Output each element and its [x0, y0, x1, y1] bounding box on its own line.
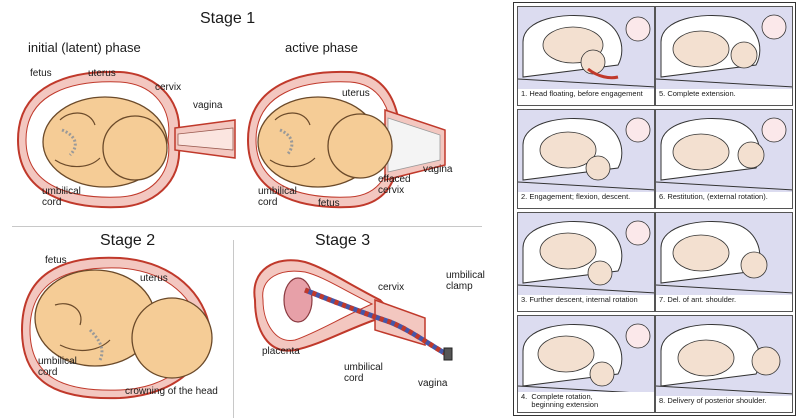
panel-cell-1-caption: 1. Head floating, before engagement: [518, 89, 654, 105]
stage2-cord-label: cord: [38, 367, 58, 378]
latent-cord-label: cord: [42, 197, 62, 208]
latent-phase-title: initial (latent) phase: [28, 40, 141, 55]
panel-cell-3-caption: 3. Further descent, internal rotation: [518, 295, 654, 311]
stage2-uterus-label: uterus: [140, 273, 168, 284]
stage2-umbilical-label: umbilical: [38, 356, 77, 367]
stage2-fetus: [34, 269, 213, 379]
active-uterus-label: uterus: [342, 88, 370, 99]
panel-cell-4: 4. Complete rotation, beginning extensio…: [517, 315, 655, 413]
active-cervix-label: cervix: [378, 185, 405, 196]
stage3-cervix-label: cervix: [378, 282, 405, 293]
panel-cell-5-caption: 5. Complete extension.: [656, 89, 792, 105]
stage2-crowning-label: crowning of the head: [125, 386, 218, 397]
panel-cell-2: 2. Engagement; flexion, descent.: [517, 109, 655, 209]
active-vagina-label: vagina: [423, 164, 453, 175]
horizontal-divider: [12, 226, 482, 227]
vertical-divider: [233, 240, 234, 418]
stage3-umbilical-clamp-label-2: clamp: [446, 281, 473, 292]
panel-cell-5: 5. Complete extension.: [655, 6, 793, 106]
latent-vagina-label: vagina: [193, 100, 223, 111]
latent-phase-fetus: [42, 96, 168, 188]
panel-cell-7-drawing: [656, 220, 792, 294]
stage3-vagina-label: vagina: [418, 378, 448, 389]
panel-cell-6-caption: 6. Restitution, (external rotation).: [656, 192, 792, 208]
active-phase-fetus: [257, 96, 393, 188]
active-effaced-label: effaced: [378, 174, 411, 185]
stage3-umbilical-cord: [304, 287, 453, 361]
stage3-umbilical-label: umbilical: [344, 362, 383, 373]
stage3-placenta-label: placenta: [262, 346, 300, 357]
active-phase-title: active phase: [285, 40, 358, 55]
panel-cell-4-drawing: [518, 323, 654, 395]
latent-umbilical-label: umbilical: [42, 186, 81, 197]
active-fetus-label: fetus: [318, 198, 340, 209]
stage3-placenta: [283, 277, 313, 323]
panel-cell-8: 8. Delivery of posterior shoulder.: [655, 315, 793, 413]
stage3-cord-label: cord: [344, 373, 364, 384]
stage1-title: Stage 1: [200, 10, 256, 27]
panel-cell-6: 6. Restitution, (external rotation).: [655, 109, 793, 209]
panel-cell-3: 3. Further descent, internal rotation: [517, 212, 655, 312]
panel-cell-1: 1. Head floating, before engagement: [517, 6, 655, 106]
panel-cell-4-caption: 4. Complete rotation, beginning extensio…: [518, 392, 654, 412]
panel-cell-7: 7. Del. of ant. shoulder.: [655, 212, 793, 312]
active-umbilical-label: umbilical: [258, 186, 297, 197]
latent-cervix-label: cervix: [155, 82, 182, 93]
stage3-title: Stage 3: [315, 232, 371, 249]
latent-uterus-label: uterus: [88, 68, 116, 79]
stage3-umbilical-clamp-label-1: umbilical: [446, 270, 485, 281]
panel-cell-7-caption: 7. Del. of ant. shoulder.: [656, 295, 792, 311]
panel-cell-1-drawing: [518, 14, 654, 88]
panel-cell-8-drawing: [656, 323, 792, 395]
panel-cell-5-drawing: [656, 14, 792, 88]
panel-cell-8-caption: 8. Delivery of posterior shoulder.: [656, 396, 792, 412]
panel-cell-2-caption: 2. Engagement; flexion, descent.: [518, 192, 654, 208]
latent-fetus-label: fetus: [30, 68, 52, 79]
panel-cell-6-drawing: [656, 117, 792, 191]
panel-cell-3-drawing: [518, 220, 654, 294]
panel-cell-2-drawing: [518, 117, 654, 191]
active-cord-label: cord: [258, 197, 278, 208]
labor-stages-illustration: [16, 70, 453, 400]
stage2-title: Stage 2: [100, 232, 156, 249]
stage2-fetus-label: fetus: [45, 255, 67, 266]
delivery-mechanism-panel: 1. Head floating, before engagement 5. C…: [513, 2, 796, 416]
